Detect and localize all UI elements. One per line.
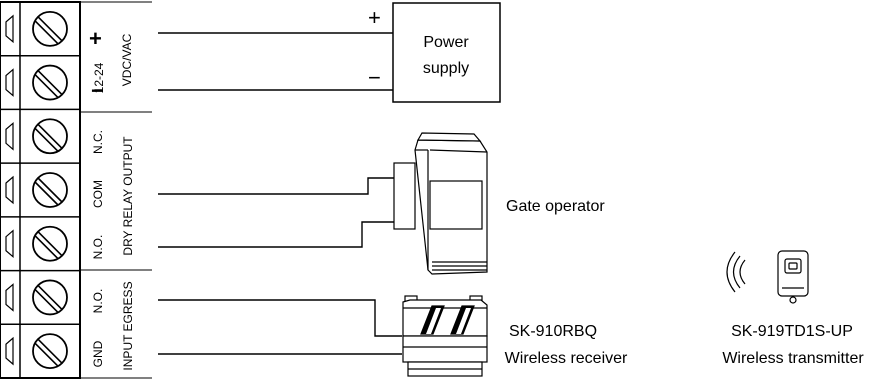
power-supply-minus-sign: − — [368, 65, 381, 90]
transmitter-model: SK-919TD1S-UP — [731, 323, 853, 340]
terminal-screw-slot — [37, 16, 63, 42]
wire-relay-com — [158, 177, 395, 195]
receiver-model: SK-910RBQ — [509, 323, 597, 340]
gate-operator: Gate operator — [393, 132, 605, 275]
relay-pin-nc-label: N.C. — [91, 130, 105, 154]
gate-operator-icon — [393, 132, 488, 275]
terminal-screw-slot — [37, 231, 63, 257]
terminal-screw-slot — [34, 181, 59, 206]
terminal-screw-slot — [37, 70, 63, 96]
power-supply-box — [392, 2, 501, 103]
wireless-transmitter: SK-919TD1S-UP Wireless transmitter — [722, 250, 864, 367]
terminal-screw-slot — [34, 288, 59, 313]
wireless-receiver: SK-910RBQ Wireless receiver — [402, 295, 628, 377]
radio-waves-icon — [726, 251, 746, 293]
power-supply-label-line1: Power — [423, 34, 469, 51]
terminal-clamp-icon — [5, 14, 14, 44]
receiver-description: Wireless receiver — [505, 350, 628, 367]
terminal-screw-slot — [34, 74, 59, 99]
relay-pin-com-label: COM — [91, 180, 105, 208]
terminal-clamp-icon — [5, 121, 14, 151]
relay-pin-no-label: N.O. — [91, 235, 105, 260]
terminal-screw-slot — [37, 284, 63, 310]
egress-pin-gnd-label: GND — [91, 340, 105, 367]
power-supply-label-line2: supply — [423, 60, 469, 77]
power-plus-sign: + — [89, 26, 102, 51]
terminal-block — [0, 1, 81, 379]
terminal-clamp-icon — [5, 175, 14, 205]
power-supply: Power supply + − — [368, 2, 501, 103]
terminal-clamp-icon — [5, 229, 14, 259]
remote-transmitter-icon — [777, 250, 809, 304]
gate-operator-label: Gate operator — [506, 198, 605, 215]
terminal-screw-slot — [34, 127, 59, 152]
terminal-screw-slot — [37, 177, 63, 203]
terminal-screw-slot — [37, 338, 63, 364]
power-minus-sign: − — [91, 78, 104, 103]
terminal-clamp-icon — [5, 336, 14, 366]
power-group-label: VDC/VAC — [120, 33, 134, 86]
power-supply-plus-sign: + — [368, 5, 381, 30]
egress-group-label: INPUT EGRESS — [121, 281, 135, 370]
terminal-screw-slot — [34, 20, 59, 45]
terminal-screw-slot — [34, 342, 59, 367]
wire-egress-no — [158, 299, 402, 337]
egress-pin-no-label: N.O. — [91, 289, 105, 314]
wire-relay-no — [158, 221, 395, 248]
power-voltage-label: 12-24 — [92, 62, 106, 93]
terminal-screw-slot — [37, 123, 63, 149]
terminal-labels: + − 12-24 VDC/VAC N.C. COM N.O. DRY RELA… — [80, 1, 152, 379]
terminal-clamp-icon — [5, 283, 14, 312]
wires — [158, 32, 402, 355]
relay-group-label: DRY RELAY OUTPUT — [121, 136, 135, 256]
terminal-screw-slot — [34, 235, 59, 260]
wireless-receiver-icon — [402, 295, 488, 377]
terminal-clamp-icon — [5, 68, 14, 97]
transmitter-description: Wireless transmitter — [722, 350, 864, 367]
